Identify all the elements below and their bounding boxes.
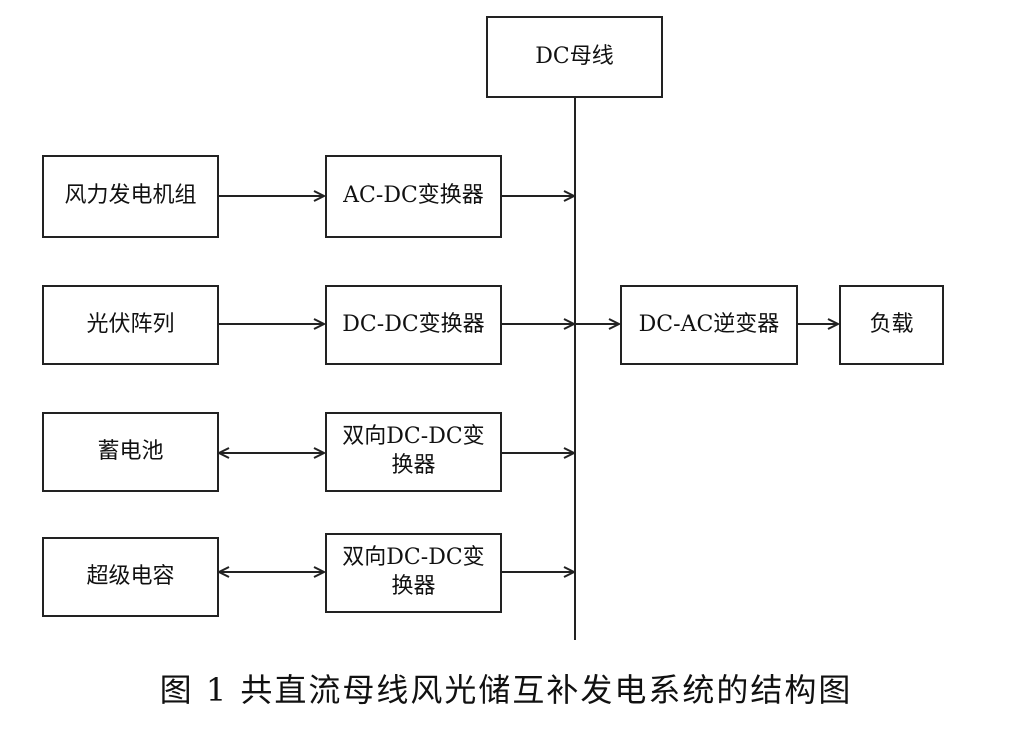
supercapacitor-label: 超级电容 <box>86 563 175 589</box>
load-label: 负载 <box>869 311 914 337</box>
wind-turbine-label: 风力发电机组 <box>64 183 197 209</box>
bidir-converter-battery-label: 双向DC-DC变换器 <box>342 424 485 478</box>
dc-bus-box: DC母线 <box>486 16 663 98</box>
battery-label: 蓄电池 <box>97 438 164 464</box>
wind-turbine-box: 风力发电机组 <box>42 155 219 238</box>
dc-ac-inverter-box: DC-AC逆变器 <box>620 285 798 365</box>
supercapacitor-box: 超级电容 <box>42 537 219 617</box>
pv-array-box: 光伏阵列 <box>42 285 219 365</box>
ac-dc-converter-label: AC-DC变换器 <box>343 183 484 209</box>
pv-array-label: 光伏阵列 <box>86 311 175 337</box>
dc-ac-inverter-label: DC-AC逆变器 <box>638 311 780 337</box>
load-box: 负载 <box>839 285 944 365</box>
battery-box: 蓄电池 <box>42 412 219 492</box>
dc-dc-converter-box: DC-DC变换器 <box>325 285 502 365</box>
bidir-converter-battery-box: 双向DC-DC变换器 <box>325 412 502 492</box>
ac-dc-converter-box: AC-DC变换器 <box>325 155 502 238</box>
bidir-converter-supercap-box: 双向DC-DC变换器 <box>325 533 502 613</box>
dc-bus-label: DC母线 <box>535 43 614 69</box>
bidir-converter-supercap-label: 双向DC-DC变换器 <box>342 545 485 599</box>
dc-dc-converter-label: DC-DC变换器 <box>342 311 485 337</box>
figure-caption: 图 1 共直流母线风光储互补发电系统的结构图 <box>159 671 853 709</box>
